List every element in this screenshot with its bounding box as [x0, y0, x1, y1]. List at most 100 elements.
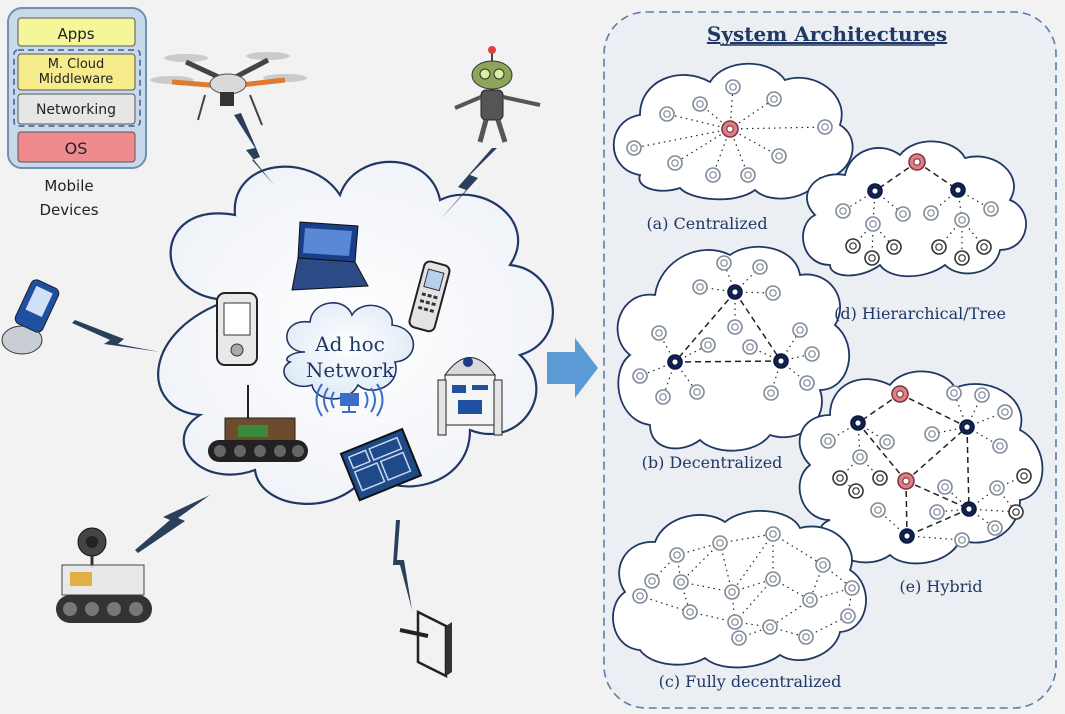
graph-edge: [966, 426, 970, 510]
drone-icon: [150, 52, 307, 126]
peer-node: [692, 96, 708, 112]
peer-node: [731, 630, 747, 646]
cloud-decentralized: [616, 245, 851, 452]
peer-node: [937, 479, 953, 495]
graph-edge: [968, 508, 1017, 513]
peer-node: [651, 325, 667, 341]
peer-node: [817, 119, 833, 135]
wireless-links: [72, 113, 497, 610]
super-node: [899, 528, 915, 544]
peer-node: [689, 384, 705, 400]
super-node: [950, 182, 966, 198]
graph-edge: [729, 98, 775, 130]
super-node: [727, 284, 743, 300]
server-node: [891, 385, 909, 403]
caption-fully-decentralized: (c) Fully decentralized: [659, 672, 842, 691]
graph-edge: [719, 533, 774, 544]
peer-node: [632, 368, 648, 384]
server-node: [721, 120, 739, 138]
graph-edge: [874, 161, 918, 192]
peer-node: [763, 385, 779, 401]
peer-node: [705, 167, 721, 183]
caption-hybrid: (e) Hybrid: [899, 577, 982, 596]
graph-edge: [805, 615, 849, 638]
peer-node: [840, 608, 856, 624]
peer-node: [725, 79, 741, 95]
graph-edge: [905, 426, 968, 482]
layer-apps: Apps: [57, 25, 94, 43]
peer-node: [792, 322, 808, 338]
peer-node: [692, 279, 708, 295]
peer-node: [924, 426, 940, 442]
graph-edge: [689, 611, 736, 623]
peer-node: [852, 449, 868, 465]
plain-node: [1016, 468, 1032, 484]
peer-node: [954, 532, 970, 548]
lightning-bolt-phone: [72, 320, 160, 352]
graph-edge: [906, 535, 963, 541]
peer-node: [716, 255, 732, 271]
plain-node: [931, 239, 947, 255]
laptop-icon: [291, 221, 369, 291]
peer-node: [987, 520, 1003, 536]
peer-node: [929, 504, 945, 520]
peer-node: [844, 580, 860, 596]
peer-node: [765, 285, 781, 301]
peer-node: [815, 557, 831, 573]
peer-node: [865, 216, 881, 232]
peer-node: [712, 535, 728, 551]
peer-node: [682, 604, 698, 620]
peer-node: [727, 319, 743, 335]
super-node: [961, 501, 977, 517]
graph-edge: [906, 508, 970, 537]
peer-node: [742, 339, 758, 355]
layer-os: OS: [65, 139, 88, 158]
peer-node: [802, 592, 818, 608]
peer-node: [799, 375, 815, 391]
plain-node: [864, 250, 880, 266]
peer-node: [954, 212, 970, 228]
graph-edge: [857, 393, 901, 424]
peer-node: [771, 148, 787, 164]
super-node: [867, 183, 883, 199]
lightning-bolt-robot: [440, 148, 497, 220]
peer-node: [946, 385, 962, 401]
peer-node: [667, 155, 683, 171]
server-node: [908, 153, 926, 171]
plain-node: [832, 470, 848, 486]
peer-node: [673, 574, 689, 590]
adhoc-line2: Network: [306, 358, 395, 382]
peer-node: [626, 140, 642, 156]
super-node: [850, 415, 866, 431]
layer-networking: Networking: [36, 102, 116, 118]
architecture-captions: (a) Centralized (d) Hierarchical/Tree (b…: [642, 214, 1006, 691]
graph-edge: [905, 480, 970, 510]
peer-node: [997, 404, 1013, 420]
peer-node: [644, 573, 660, 589]
peer-node: [632, 588, 648, 604]
plain-node: [1008, 504, 1024, 520]
peer-node: [752, 259, 768, 275]
lightning-bolt-drone: [234, 113, 274, 185]
peer-node: [983, 201, 999, 217]
graph-edge: [674, 360, 782, 363]
peer-node: [992, 438, 1008, 454]
graph-edge: [676, 542, 721, 556]
graph-edge: [729, 128, 780, 157]
adhoc-line1: Ad hoc: [314, 332, 385, 356]
flow-arrow: [547, 338, 598, 398]
peer-node: [895, 206, 911, 222]
graph-edge: [857, 422, 907, 482]
graph-edge: [734, 578, 774, 623]
plain-node: [845, 238, 861, 254]
mobile-caption-2: Devices: [39, 201, 98, 219]
caption-centralized: (a) Centralized: [646, 214, 767, 233]
peer-node: [766, 91, 782, 107]
tablet-icon: [339, 427, 423, 502]
peer-node: [765, 571, 781, 587]
graph-edge: [899, 393, 968, 428]
graph-edge: [731, 533, 774, 593]
flip-phone-icon: [1, 279, 60, 355]
